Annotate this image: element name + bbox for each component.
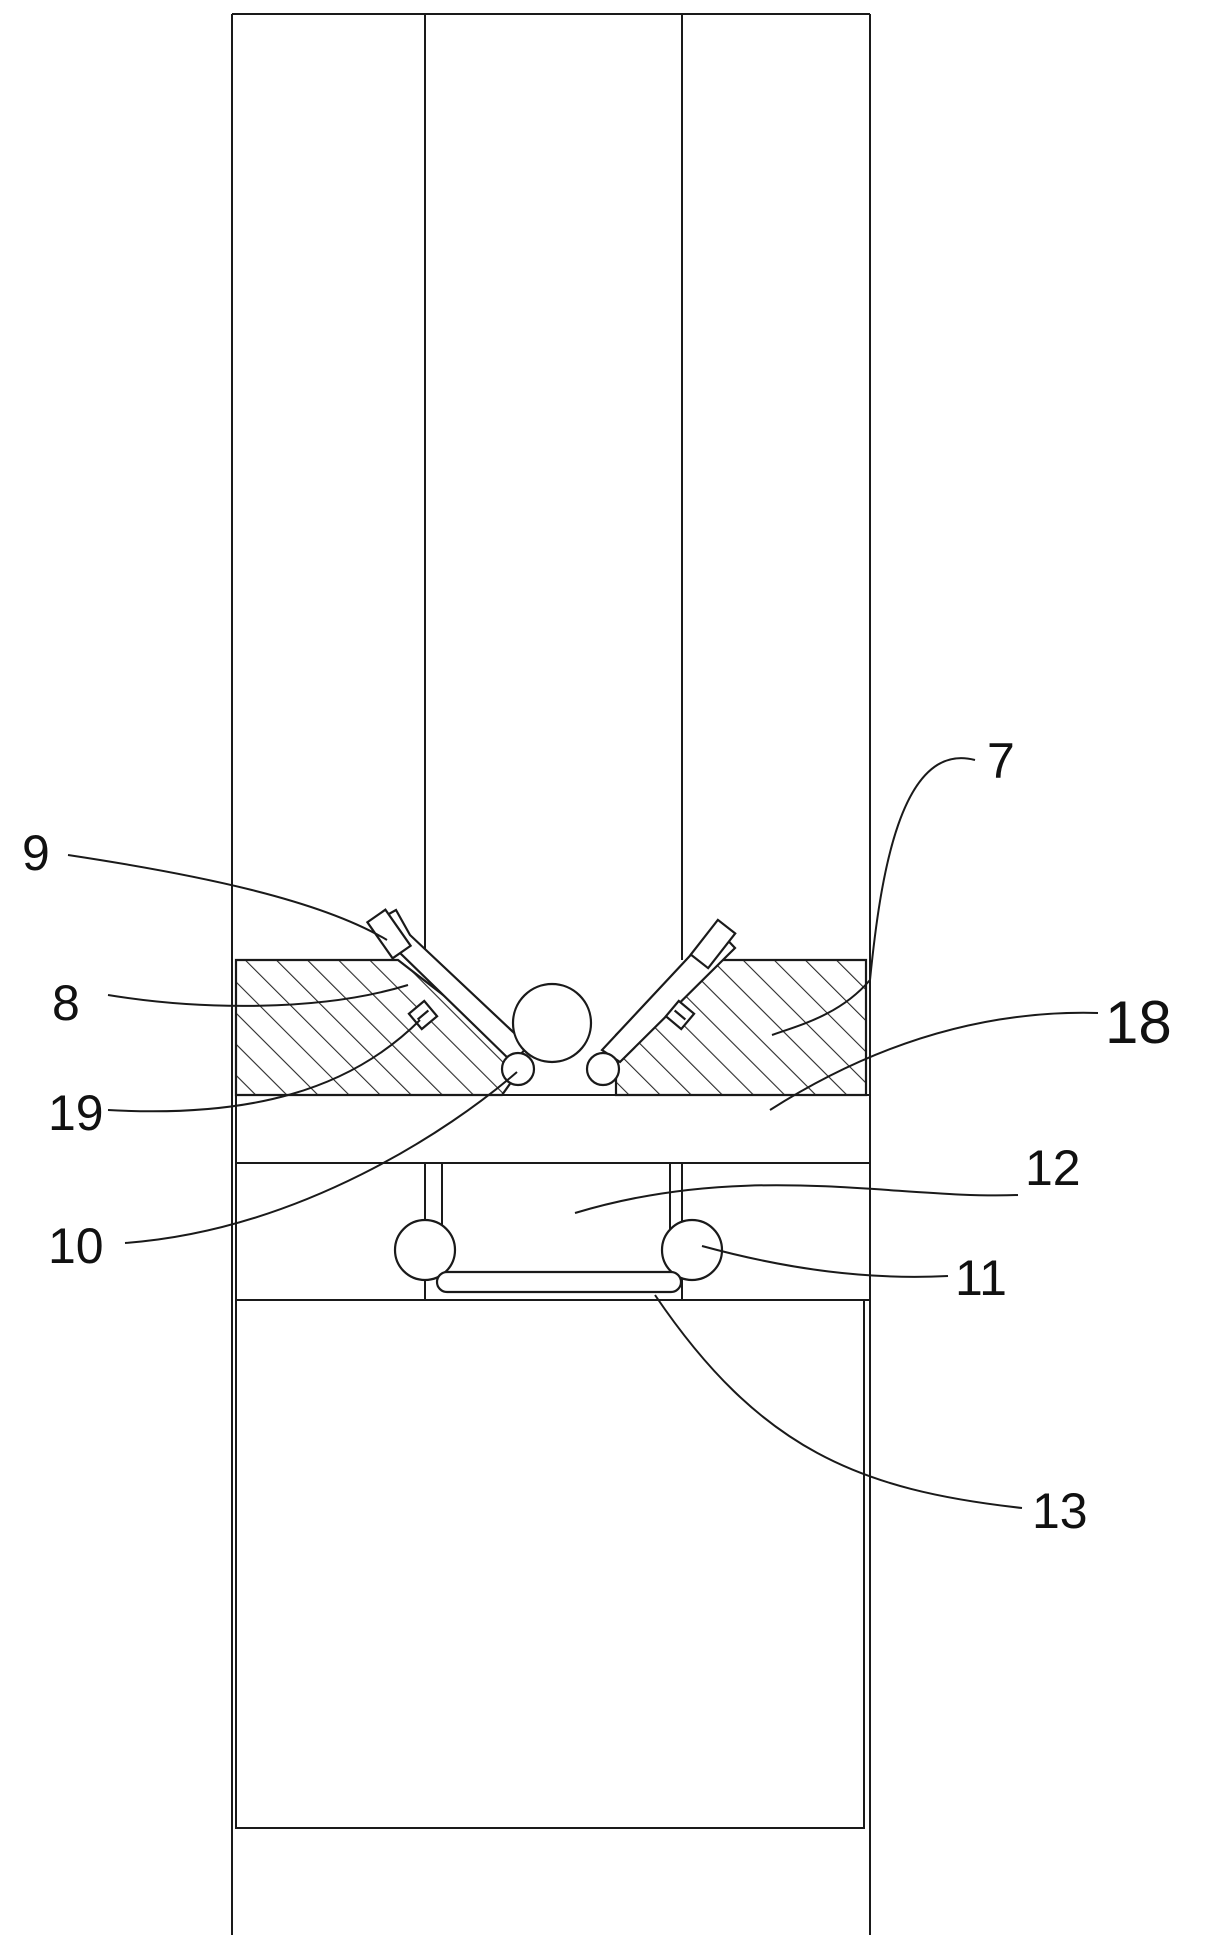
label-18: 18 — [1105, 989, 1172, 1056]
housing-block — [235, 1162, 871, 1301]
bolt-right — [664, 999, 696, 1031]
label-9: 9 — [22, 825, 50, 881]
label-11: 11 — [955, 1250, 1007, 1306]
leader-7 — [771, 757, 976, 1036]
leader-12 — [574, 1184, 1019, 1214]
label-13: 13 — [1032, 1483, 1088, 1539]
bolt-left — [407, 999, 439, 1031]
label-12: 12 — [1025, 1140, 1081, 1196]
jaw-tip-right — [585, 1051, 621, 1087]
leader-11 — [701, 1245, 949, 1278]
workpiece-ball — [511, 982, 593, 1064]
leader-18 — [769, 1011, 1099, 1111]
label-7: 7 — [987, 733, 1015, 789]
leader-19 — [107, 1019, 421, 1113]
slider-left-tab — [365, 908, 413, 960]
label-10: 10 — [48, 1218, 104, 1274]
spring-bar — [435, 1270, 683, 1294]
roller-right — [660, 1218, 724, 1282]
leader-10 — [124, 1071, 518, 1244]
roller-left — [393, 1218, 457, 1282]
leader-13 — [654, 1294, 1023, 1509]
plate-18 — [235, 1094, 871, 1164]
label-8: 8 — [52, 975, 80, 1031]
lower-body — [235, 1299, 865, 1829]
leader-9 — [67, 854, 388, 941]
leader-8 — [107, 984, 409, 1007]
slider-right-tab — [689, 918, 737, 970]
label-19: 19 — [48, 1085, 104, 1141]
